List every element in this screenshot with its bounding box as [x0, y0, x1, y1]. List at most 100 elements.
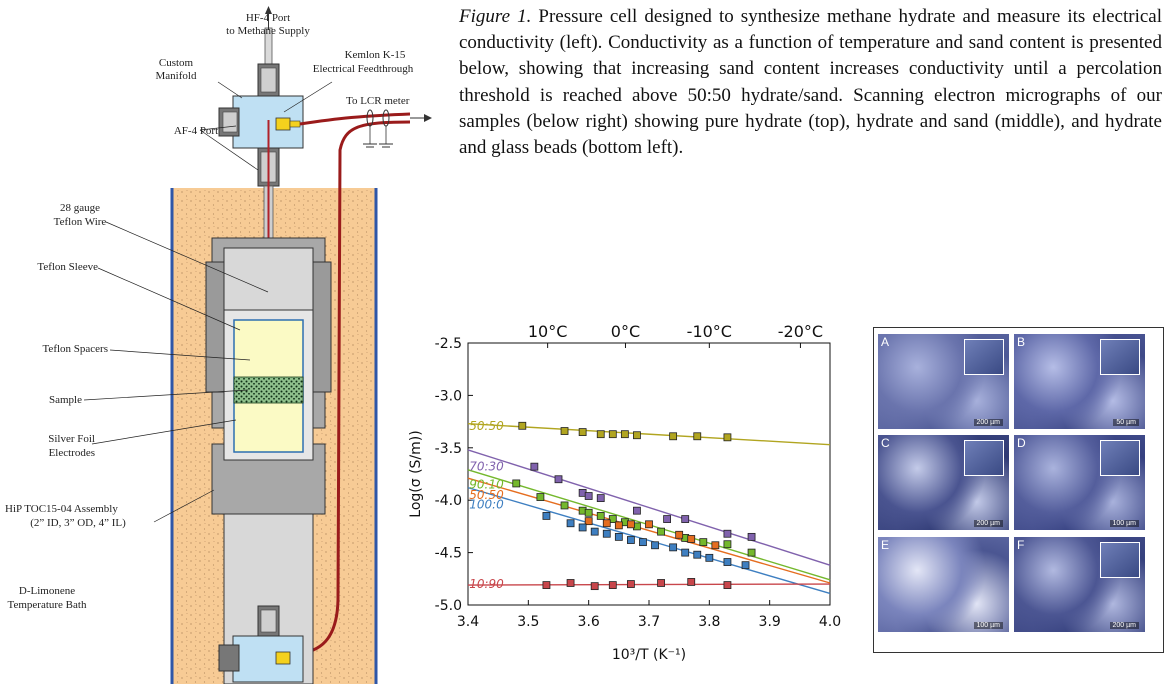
x-tick-label: 3.4 [457, 614, 479, 630]
series-label: 50:50 [469, 419, 504, 433]
data-point [566, 519, 575, 528]
micrograph-letter: B [1017, 335, 1026, 349]
data-point [669, 432, 678, 441]
leader-lines [83, 81, 333, 523]
label-to-lcr: To LCR meter [346, 95, 410, 107]
micrograph-letter: C [881, 436, 890, 450]
data-point [596, 512, 605, 520]
micrograph-panel-c: C 200 µm [878, 435, 1009, 530]
data-point [639, 538, 647, 547]
data-point [536, 493, 545, 501]
y-tick-label: -5.0 [435, 598, 462, 614]
fit-line [467, 583, 831, 586]
data-point [560, 427, 569, 435]
data-point [723, 581, 732, 589]
top-tick-label: 10°C [528, 322, 568, 341]
data-point [530, 462, 539, 471]
data-point [645, 520, 653, 529]
micrograph-inset [964, 440, 1004, 476]
micrograph-scale-bar: 200 µm [1109, 622, 1139, 629]
series-label: 50:50 [469, 488, 504, 502]
label-silver-foil: Silver Foil [48, 433, 95, 445]
top-manifold [218, 63, 304, 187]
label-teflon-spacers: Teflon Spacers [42, 343, 108, 355]
y-tick-label: -4.5 [435, 546, 462, 562]
label-hip-assembly: HiP TOC15-04 Assembly [5, 503, 118, 515]
data-point [614, 521, 623, 530]
data-point [602, 519, 611, 528]
data-point [614, 532, 623, 541]
micrograph-scale-bar: 200 µm [973, 520, 1003, 527]
micrograph-inset [1100, 440, 1140, 476]
label-kemlon: Kemlon K-15 [345, 49, 406, 61]
data-point [584, 492, 593, 500]
data-point [741, 561, 750, 570]
label-d-limonene: D-Limonene [19, 585, 75, 597]
micrograph-panel-f: F 200 µm [1014, 537, 1145, 632]
micrograph-letter: E [881, 538, 890, 552]
label-custom: Custom [159, 57, 194, 69]
label-to-methane: to Methane Supply [226, 25, 310, 37]
data-point [542, 581, 551, 589]
data-point [747, 532, 756, 541]
data-point [681, 548, 690, 557]
data-point [705, 553, 714, 562]
data-point [518, 421, 527, 430]
data-point [560, 501, 569, 510]
label-af4-port: AF-4 Port [174, 125, 218, 137]
label-electrodes: Electrodes [49, 447, 95, 459]
micrograph-inset [1100, 542, 1140, 578]
data-point [657, 527, 665, 536]
figure-label: Figure 1. [459, 6, 532, 27]
data-point [626, 580, 635, 588]
data-point [620, 430, 629, 439]
data-point [584, 517, 593, 526]
data-point [723, 540, 732, 549]
y-axis-label: Log(σ (S/m)) [408, 430, 424, 517]
x-tick-label: 3.8 [698, 614, 720, 630]
data-point [663, 515, 672, 523]
data-point [687, 578, 696, 586]
data-point [723, 558, 732, 566]
data-point [675, 530, 684, 539]
data-point [590, 582, 599, 591]
label-teflon-wire: Teflon Wire [54, 216, 107, 228]
data-point [578, 428, 587, 436]
fit-line [467, 486, 831, 595]
data-point [608, 430, 617, 439]
data-point [554, 475, 563, 484]
data-point [590, 527, 599, 536]
top-tick-label: -20°C [778, 322, 823, 341]
series-label: 90:10 [469, 477, 504, 491]
x-tick-label: 3.5 [517, 614, 539, 630]
data-point [512, 479, 521, 488]
label-hf4-port: HF-4 Port [246, 12, 290, 24]
y-tick-label: -3.5 [435, 441, 462, 457]
data-point [602, 529, 611, 538]
label-hip-dims: (2” ID, 3” OD, 4” IL) [30, 517, 126, 529]
y-tick-label: -3.0 [435, 388, 462, 404]
label-feedthrough: Electrical Feedthrough [313, 63, 414, 75]
label-sample: Sample [49, 394, 82, 406]
data-point [566, 579, 575, 587]
data-point [626, 536, 635, 544]
figure-caption: Figure 1. Pressure cell designed to synt… [459, 4, 1162, 161]
data-point [596, 494, 605, 503]
data-point [723, 433, 732, 442]
micrograph-inset [964, 339, 1004, 375]
data-point [711, 541, 720, 550]
series-label: 70:30 [469, 460, 504, 474]
data-point [578, 523, 587, 532]
y-tick-label: -2.5 [435, 336, 462, 352]
data-point [669, 543, 678, 552]
micrograph-letter: D [1017, 436, 1026, 450]
x-tick-label: 3.7 [638, 614, 660, 630]
micrograph-letter: F [1017, 538, 1025, 552]
label-temperature-bath: Temperature Bath [8, 599, 87, 611]
data-point [626, 520, 635, 529]
lcr-wire-top [299, 112, 411, 126]
data-point [633, 431, 641, 440]
data-point [693, 550, 702, 559]
